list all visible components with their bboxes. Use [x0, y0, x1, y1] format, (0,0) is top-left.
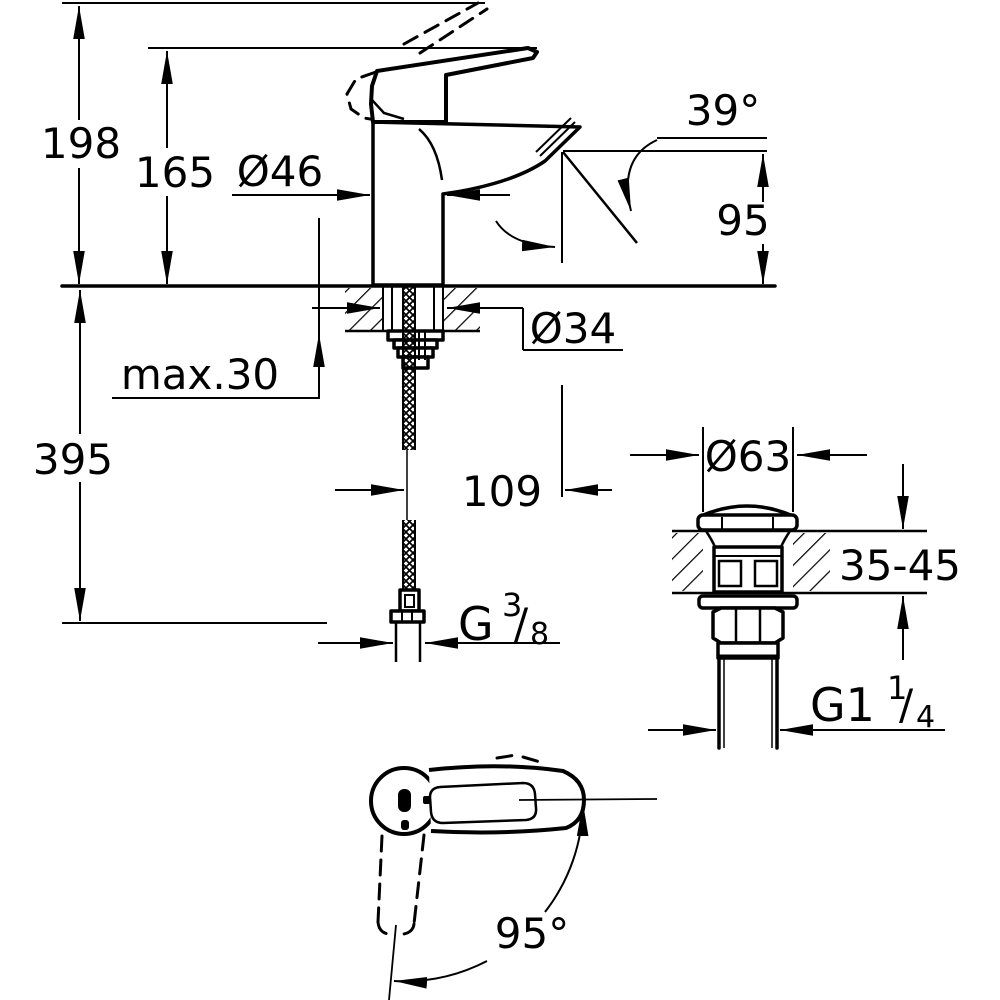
- waste-window: [717, 559, 743, 588]
- dim-label-35-45: 35-45: [839, 541, 961, 590]
- dim-hose-length-395: 395: [33, 290, 327, 624]
- handle-logo-dot: [398, 789, 411, 812]
- handle-knuckle-line: [371, 99, 405, 121]
- dim-supply-thread-g38: G 3 / 8: [318, 586, 560, 652]
- dim-deck-range-35-45: 35-45: [839, 464, 961, 660]
- handle-centerline: [518, 798, 658, 801]
- dim-label-109: 109: [462, 467, 542, 516]
- faucet-side-view: [345, 1, 582, 287]
- hose-nut: [389, 609, 426, 624]
- dim-waste-thread-g114: G1 1 / 4: [648, 669, 945, 736]
- swing-arc-upper: [544, 802, 589, 913]
- handle-direction-ray: [388, 924, 397, 1000]
- dim-height-198: 198: [41, 2, 485, 284]
- thread-label-g1: G1: [810, 678, 875, 732]
- waste-cap-rim: [696, 513, 799, 532]
- stream-swing-arrow: [495, 220, 556, 252]
- handle-dot: [423, 796, 431, 804]
- thread-label-4: 4: [916, 700, 935, 735]
- waste-hex-nut: [711, 606, 785, 645]
- waste-body: [712, 545, 784, 594]
- waste-flange: [697, 594, 799, 610]
- swing-arc-lower: [393, 960, 488, 989]
- aerator-line: [535, 117, 572, 153]
- dim-label-95deg: 95°: [495, 909, 569, 958]
- thread-label-slash: /: [514, 599, 529, 648]
- stream-line: [562, 151, 638, 244]
- dim-label-95: 95: [716, 196, 769, 245]
- dim-label-max30: max.30: [121, 350, 279, 399]
- dim-label-165: 165: [135, 148, 215, 197]
- dim-height-165: 165: [135, 47, 537, 284]
- dim-label-d63: Ø63: [705, 432, 792, 481]
- dim-cap-diameter-63: Ø63: [630, 427, 867, 512]
- dim-outlet-height-95: 95: [563, 150, 770, 284]
- dim-label-d46: Ø46: [237, 147, 324, 196]
- dim-label-395: 395: [33, 435, 113, 484]
- thread-label-3: 3: [502, 586, 522, 624]
- dim-stream-angle-39: 39°: [495, 86, 767, 263]
- dim-hole-diameter-34: Ø34: [312, 302, 623, 353]
- handle-top-view: 95°: [369, 753, 658, 1000]
- dim-label-198: 198: [41, 119, 121, 168]
- aerator-line: [539, 121, 576, 157]
- body-spout-crease: [418, 128, 444, 181]
- waste-fitting-view: [672, 504, 927, 750]
- dim-label-d34: Ø34: [530, 304, 617, 353]
- thread-label-8: 8: [530, 617, 549, 652]
- handle-rotated-dashed: [376, 833, 426, 936]
- thread-label-g: G: [458, 597, 494, 651]
- supply-hose: [389, 287, 426, 662]
- handle-lever-inner: [428, 781, 538, 825]
- dim-body-diameter-46: Ø46: [232, 147, 510, 201]
- waste-window: [753, 559, 779, 588]
- thread-label-slash: /: [899, 680, 914, 729]
- dim-max-deck-30: max.30: [112, 218, 325, 399]
- faucet-body: [371, 120, 582, 287]
- handle-dot: [401, 820, 409, 830]
- handle-lever: [369, 46, 539, 124]
- dim-spout-reach-109: 109: [335, 385, 612, 516]
- thread-label-1: 1: [887, 669, 907, 707]
- dim-label-39deg: 39°: [686, 86, 760, 135]
